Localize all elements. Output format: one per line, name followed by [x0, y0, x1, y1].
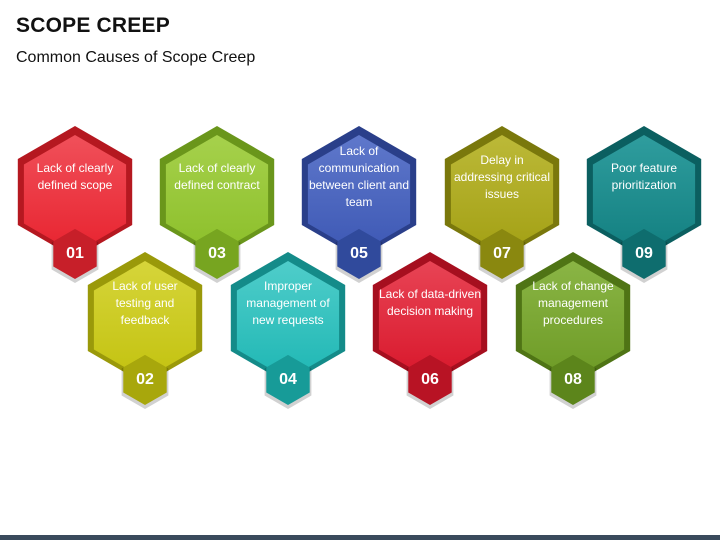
hexagon-label-08: Lack of change management procedures: [532, 278, 614, 327]
hexagon-04: [230, 252, 346, 409]
hexagon-03: [159, 126, 275, 283]
hexagon-number-03: 03: [208, 245, 226, 262]
number-badge: [622, 229, 666, 279]
hexagon-06: [372, 252, 488, 409]
page-title: SCOPE CREEP: [16, 14, 170, 37]
hexagon-label-05: Lack of communication between client and…: [308, 144, 410, 209]
hexagon-number-01: 01: [66, 245, 84, 262]
hexagon-number-02: 02: [136, 371, 154, 388]
number-badge: [123, 355, 167, 405]
hexagon-number-06: 06: [421, 371, 439, 388]
hexagon-label-07: Delay in addressing critical issues: [453, 152, 551, 201]
hexagon-label-09: Poor feature prioritization: [610, 161, 678, 192]
hexagon-08: [515, 252, 631, 409]
hexagon-body: [165, 135, 269, 253]
number-badge: [337, 229, 381, 279]
hexagon-number-04: 04: [279, 371, 297, 388]
hexagon-number-09: 09: [635, 245, 653, 262]
hexagon-body: [450, 135, 554, 253]
hexagon-body: [592, 135, 696, 253]
number-badge: [408, 355, 452, 405]
hexagon-01: [17, 126, 133, 283]
hexagon-number-07: 07: [493, 245, 511, 262]
hexagon-label-01: Lack of clearly defined scope: [36, 161, 114, 192]
hexagon-number-08: 08: [564, 371, 582, 388]
hexagon-09: [586, 126, 702, 283]
hexagon-02: [87, 252, 203, 409]
number-badge: [480, 229, 524, 279]
hexagon-label-06: Lack of data-driven decision making: [378, 287, 482, 318]
hexagon-label-04: Improper management of new requests: [246, 278, 330, 327]
hexagon-body: [521, 261, 625, 379]
hexagon-label-03: Lack of clearly defined contract: [174, 161, 260, 192]
footer-bar: [0, 535, 720, 540]
hexagon-body: [23, 135, 127, 253]
hexagon-body: [378, 261, 482, 379]
number-badge: [266, 355, 310, 405]
hexagon-number-05: 05: [350, 245, 368, 262]
hexagon-body: [307, 135, 411, 253]
number-badge: [551, 355, 595, 405]
hexagon-label-02: Lack of user testing and feedback: [112, 278, 178, 327]
number-badge: [53, 229, 97, 279]
hexagon-07: [444, 126, 560, 283]
hexagon-body: [93, 261, 197, 379]
hexagon-body: [236, 261, 340, 379]
number-badge: [195, 229, 239, 279]
page-subtitle: Common Causes of Scope Creep: [16, 49, 256, 66]
hexagon-05: [301, 126, 417, 283]
